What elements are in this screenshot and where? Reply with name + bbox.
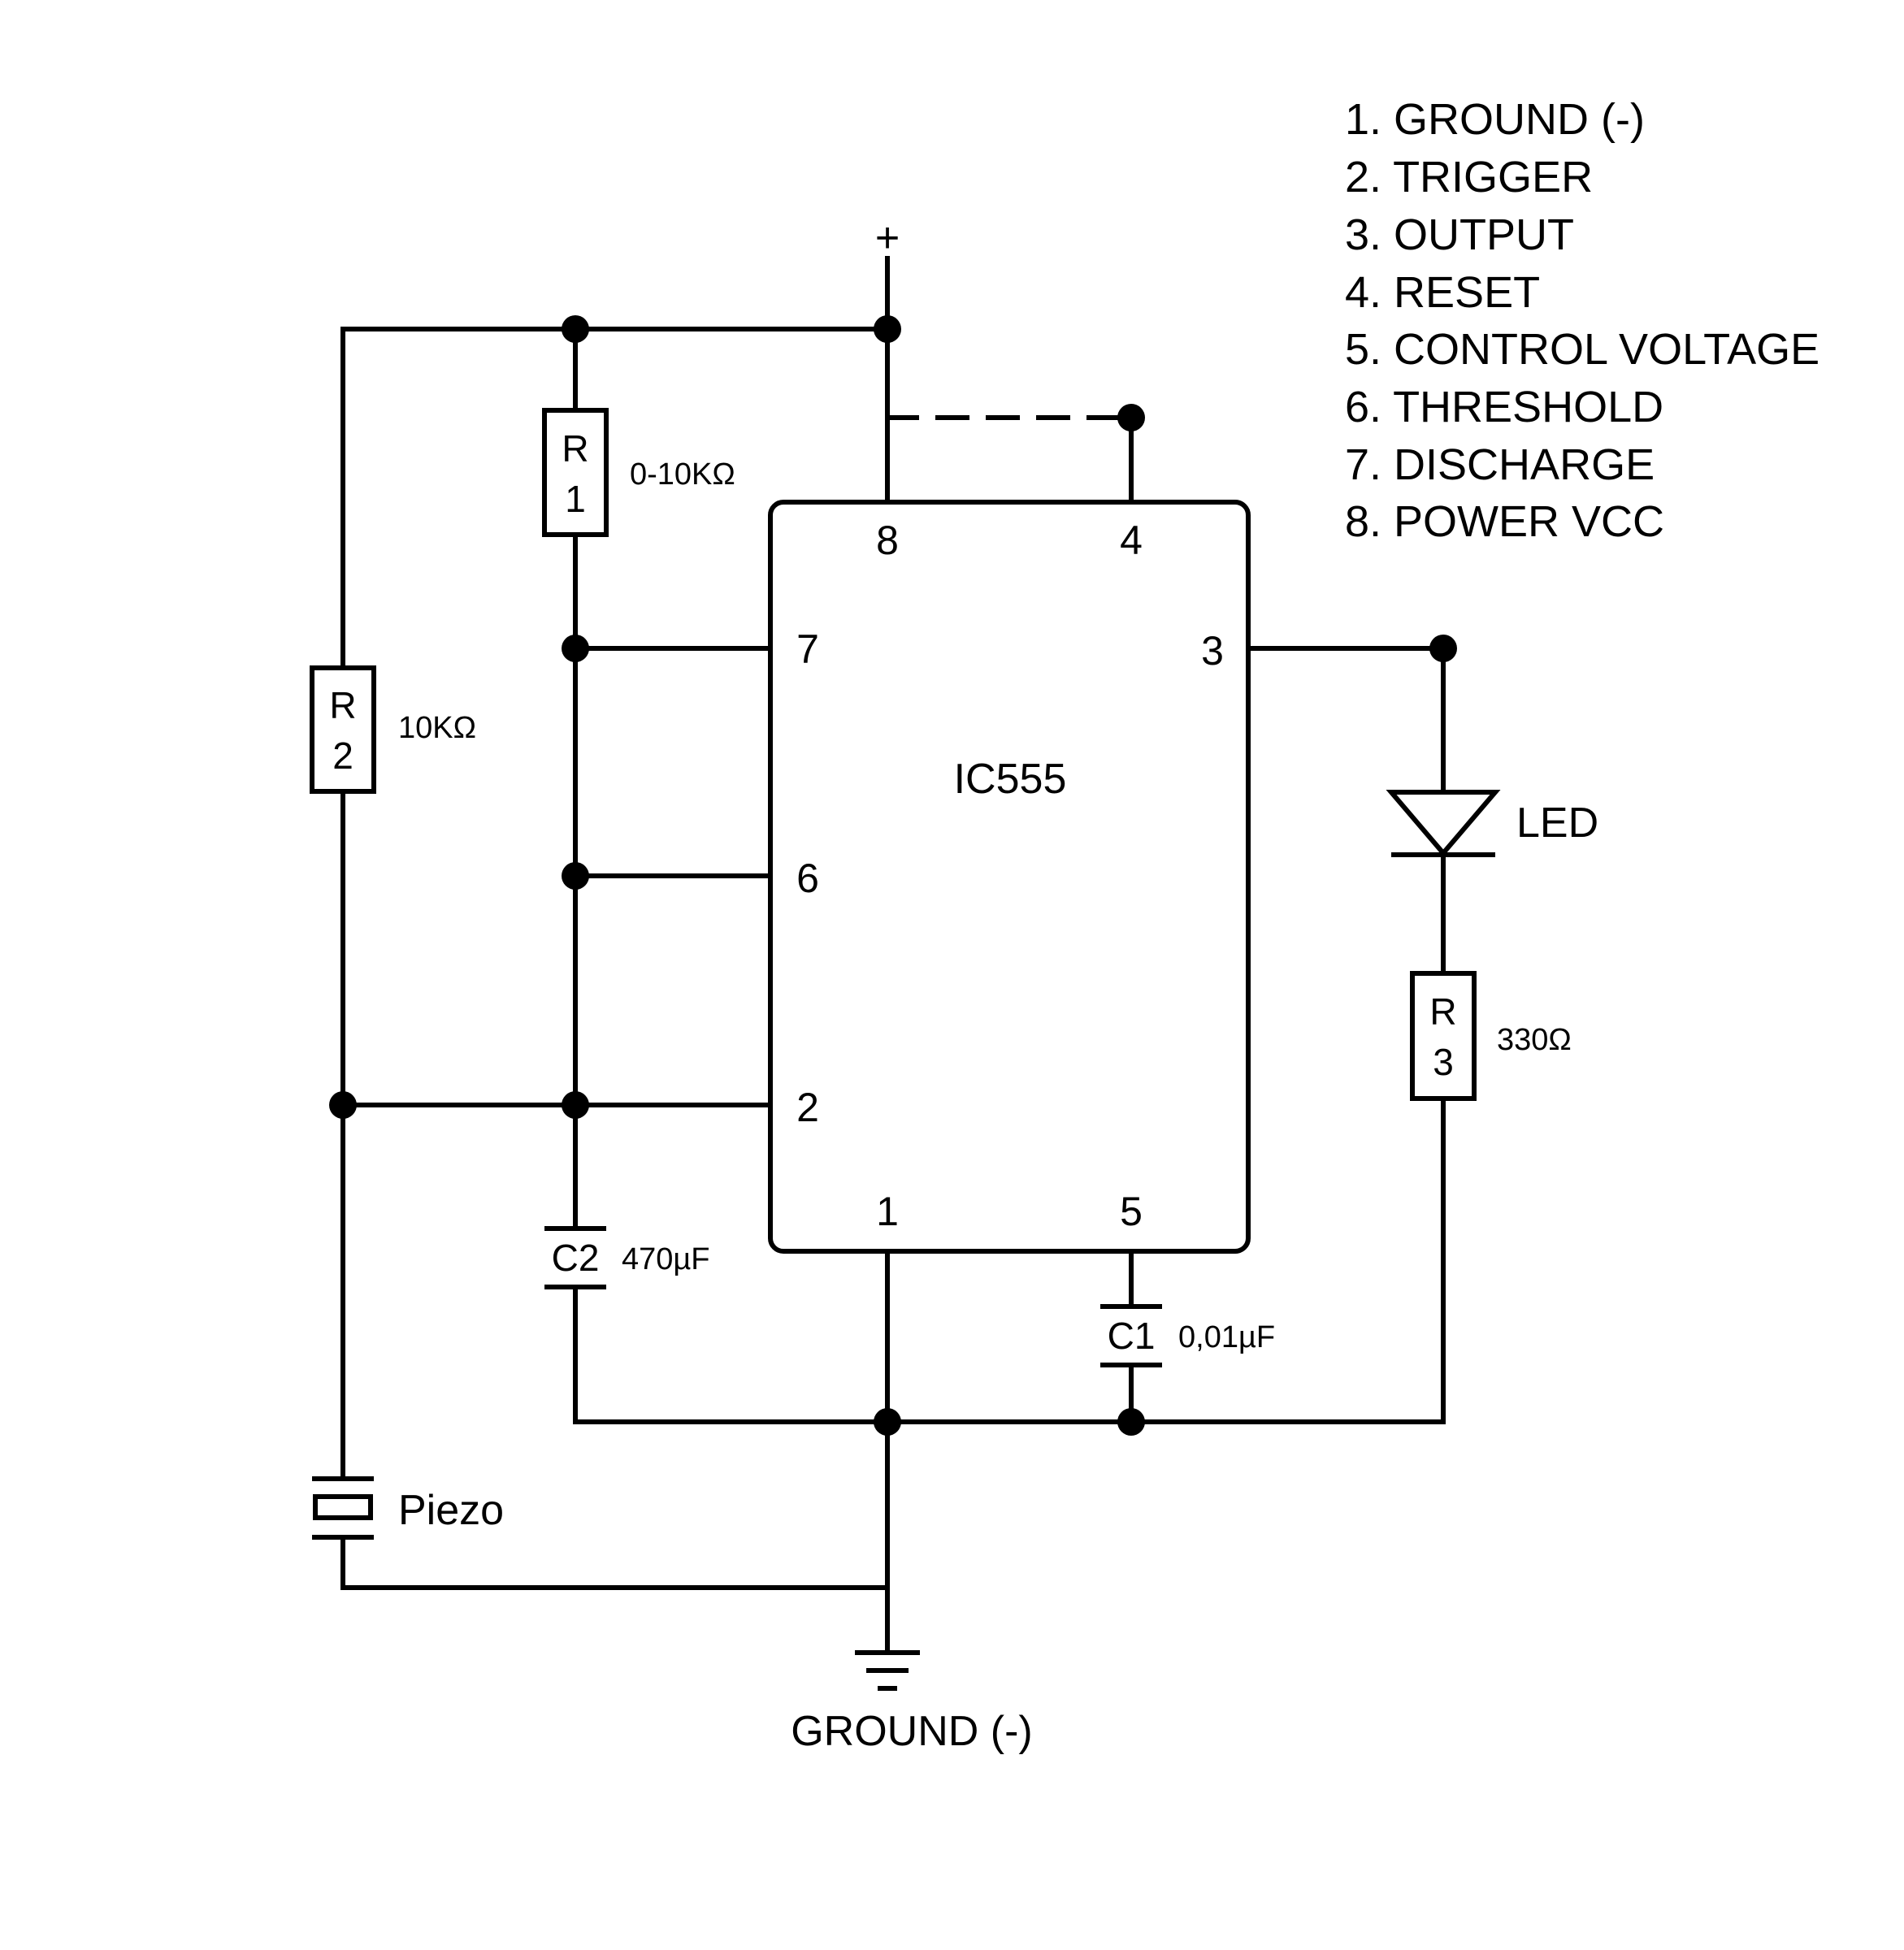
capacitor-c2: C2 470µF bbox=[544, 1226, 710, 1289]
r1-ref-letter: R bbox=[562, 427, 588, 470]
r1-ref-number: 1 bbox=[565, 478, 586, 520]
c2-value: 470µF bbox=[622, 1242, 710, 1276]
junction-dot bbox=[562, 315, 589, 343]
junction-dot bbox=[1117, 404, 1145, 431]
capacitor-c1: C1 0,01µF bbox=[1100, 1304, 1275, 1367]
r2-ref-number: 2 bbox=[332, 734, 353, 777]
junction-dot bbox=[329, 1091, 357, 1119]
pin-label-5: 5 bbox=[1120, 1189, 1143, 1234]
legend-item: 1. GROUND (-) bbox=[1345, 95, 1645, 144]
junction-dot bbox=[874, 315, 901, 343]
legend-item: 8. POWER VCC bbox=[1345, 497, 1664, 546]
piezo-buzzer: Piezo bbox=[312, 1476, 504, 1540]
junctions bbox=[329, 315, 1457, 1436]
c2-ref: C2 bbox=[552, 1237, 600, 1279]
legend-item: 3. OUTPUT bbox=[1345, 210, 1574, 259]
pin-label-1: 1 bbox=[876, 1189, 899, 1234]
resistor-r3: R 3 330Ω bbox=[1410, 971, 1572, 1101]
ground-symbol: GROUND (-) bbox=[791, 1650, 1033, 1755]
junction-dot bbox=[1117, 1408, 1145, 1436]
pin-label-6: 6 bbox=[796, 856, 819, 901]
wires bbox=[340, 256, 1446, 1655]
junction-dot bbox=[562, 635, 589, 662]
led-diode: LED bbox=[1386, 790, 1598, 857]
legend-item: 4. RESET bbox=[1345, 268, 1540, 317]
r3-ref-number: 3 bbox=[1433, 1041, 1454, 1083]
legend-item: 5. CONTROL VOLTAGE bbox=[1345, 325, 1819, 374]
led-triangle bbox=[1386, 790, 1501, 857]
pin-label-3: 3 bbox=[1201, 628, 1224, 674]
r1-value: 0-10KΩ bbox=[630, 457, 735, 492]
c1-value: 0,01µF bbox=[1178, 1320, 1275, 1354]
r3-body bbox=[1410, 971, 1477, 1101]
legend-item: 2. TRIGGER bbox=[1345, 153, 1593, 202]
ground-label: GROUND (-) bbox=[791, 1708, 1033, 1755]
led-label: LED bbox=[1516, 800, 1598, 847]
resistor-r1: R 1 0-10KΩ bbox=[542, 408, 735, 537]
c1-ref: C1 bbox=[1108, 1315, 1156, 1357]
vcc-plus-label: + bbox=[875, 214, 900, 262]
junction-dot bbox=[562, 1091, 589, 1119]
piezo-label: Piezo bbox=[398, 1487, 504, 1534]
pin-label-2: 2 bbox=[796, 1085, 819, 1130]
junction-dot bbox=[1429, 635, 1457, 662]
r1-body bbox=[542, 408, 609, 537]
legend-item: 6. THRESHOLD bbox=[1345, 383, 1663, 431]
ic555-chip: IC555 8 4 7 3 6 2 1 5 bbox=[768, 500, 1251, 1254]
pin-label-8: 8 bbox=[876, 518, 899, 563]
r2-ref-letter: R bbox=[329, 684, 356, 726]
pin-label-4: 4 bbox=[1120, 518, 1143, 563]
junction-dot bbox=[874, 1408, 901, 1436]
legend-item: 7. DISCHARGE bbox=[1345, 440, 1655, 489]
ic-body bbox=[768, 500, 1251, 1254]
resistor-r2: R 2 10KΩ bbox=[310, 665, 476, 794]
r3-value: 330Ω bbox=[1497, 1023, 1572, 1057]
ic-name: IC555 bbox=[954, 756, 1067, 803]
r2-value: 10KΩ bbox=[398, 711, 476, 745]
r3-ref-letter: R bbox=[1429, 990, 1456, 1033]
junction-dot bbox=[562, 862, 589, 890]
piezo-crystal bbox=[313, 1494, 373, 1520]
pin-label-7: 7 bbox=[796, 626, 819, 672]
r2-body bbox=[310, 665, 376, 794]
pin-legend: 1. GROUND (-) 2. TRIGGER 3. OUTPUT 4. RE… bbox=[1345, 95, 1819, 546]
